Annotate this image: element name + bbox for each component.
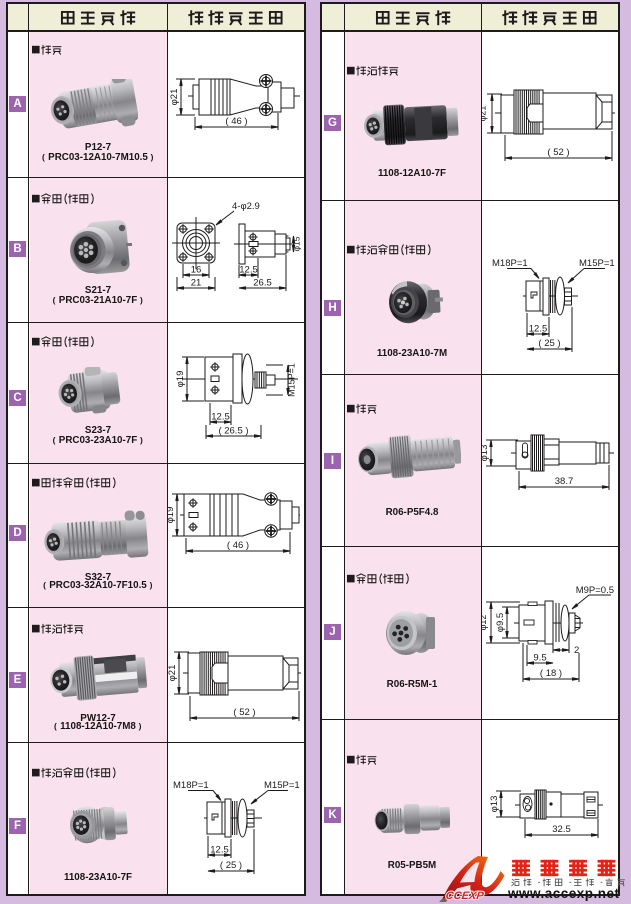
svg-text:φ19: φ19 xyxy=(175,371,186,388)
svg-text:φ21: φ21 xyxy=(168,665,178,682)
svg-text:12.5: 12.5 xyxy=(210,845,229,856)
svg-text:26.5: 26.5 xyxy=(253,278,272,289)
svg-text:φ21: φ21 xyxy=(481,106,488,122)
svg-text:12.5: 12.5 xyxy=(211,412,230,423)
svg-text:12.5: 12.5 xyxy=(529,324,548,335)
svg-text:( 46 ): ( 46 ) xyxy=(227,540,249,551)
svg-text:38.7: 38.7 xyxy=(555,476,574,487)
svg-text:( 52 ): ( 52 ) xyxy=(547,147,569,158)
svg-text:4-φ2.9: 4-φ2.9 xyxy=(232,201,260,212)
svg-text:( 52 ): ( 52 ) xyxy=(233,707,255,718)
svg-text:φ13: φ13 xyxy=(489,796,500,813)
svg-text:21: 21 xyxy=(191,278,202,289)
svg-text:2: 2 xyxy=(574,645,579,656)
svg-text:φ13: φ13 xyxy=(481,445,490,462)
svg-text:M15P=1: M15P=1 xyxy=(579,258,615,269)
svg-text:φ21: φ21 xyxy=(169,89,180,106)
svg-text:M15P=1: M15P=1 xyxy=(264,780,300,791)
svg-text:CCEXP: CCEXP xyxy=(445,890,485,902)
svg-text:12.5: 12.5 xyxy=(239,265,258,276)
svg-text:φ15: φ15 xyxy=(292,236,302,251)
svg-text:( 46 ): ( 46 ) xyxy=(225,116,247,127)
svg-text:32.5: 32.5 xyxy=(552,824,571,835)
svg-text:M18P=1: M18P=1 xyxy=(173,780,209,791)
svg-text:( 25 ): ( 25 ) xyxy=(220,860,242,871)
svg-text:16: 16 xyxy=(191,265,202,276)
svg-text:( 26.5 ): ( 26.5 ) xyxy=(218,426,248,437)
svg-text:M15P=1: M15P=1 xyxy=(287,363,297,397)
svg-text:φ9.5: φ9.5 xyxy=(495,613,506,632)
svg-text:( 25 ): ( 25 ) xyxy=(538,338,560,349)
svg-text:φ19: φ19 xyxy=(168,507,176,524)
svg-text:( 18 ): ( 18 ) xyxy=(540,668,562,679)
svg-text:M18P=1: M18P=1 xyxy=(492,258,528,269)
svg-text:9.5: 9.5 xyxy=(533,653,546,664)
svg-text:φ12: φ12 xyxy=(481,615,488,631)
svg-text:M9P=0.5: M9P=0.5 xyxy=(576,585,614,596)
